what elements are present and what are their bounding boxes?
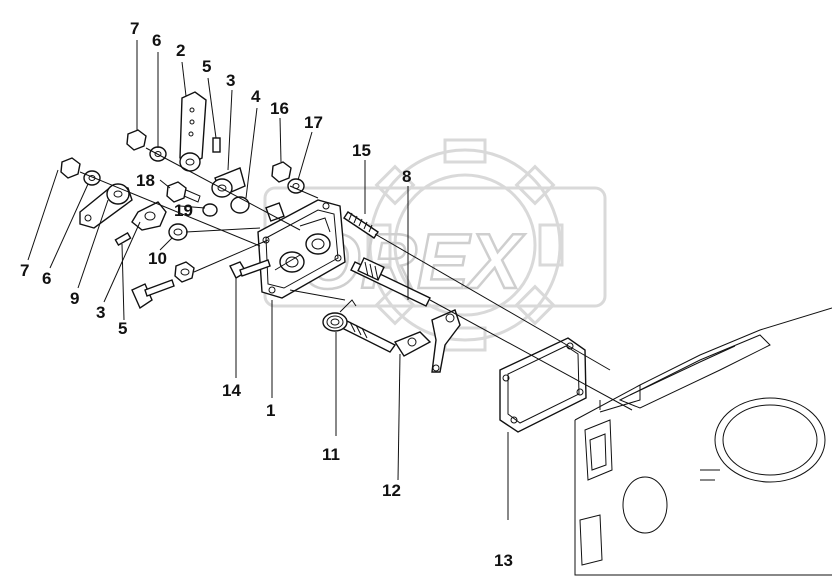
pin-part-5c	[114, 231, 132, 247]
callouts: 7 6 2 5 3 4 16 17 15 8 18 19 7 6 9 3 5 1…	[20, 19, 513, 570]
bolt-part-14	[229, 259, 271, 279]
callout-3-left: 3	[96, 303, 105, 322]
shaft-part-8	[350, 257, 461, 373]
callout-17: 17	[304, 113, 323, 132]
leader-lines	[27, 40, 509, 520]
callout-13: 13	[494, 551, 513, 570]
gasket-part-13	[499, 337, 587, 433]
callout-16: 16	[270, 99, 289, 118]
nut-part-16	[271, 161, 292, 183]
callout-5-top: 5	[202, 57, 211, 76]
callout-14: 14	[222, 381, 241, 400]
washer-part-6b	[83, 170, 101, 186]
callout-1: 1	[266, 401, 275, 420]
nut-part-7b	[60, 157, 81, 179]
callout-6-left: 6	[42, 269, 51, 288]
nut-part-7a	[126, 129, 147, 151]
callout-10: 10	[148, 249, 167, 268]
callout-15: 15	[352, 141, 371, 160]
lever-part-3b	[131, 201, 167, 231]
stud-part-15	[343, 211, 379, 239]
cover-plate-part-1	[257, 199, 346, 299]
screw-part-5b	[131, 279, 175, 310]
callout-5-bottom: 5	[118, 319, 127, 338]
engine-block	[574, 307, 832, 576]
callout-7-top: 7	[130, 19, 139, 38]
callout-11: 11	[322, 445, 340, 464]
callout-2: 2	[176, 41, 185, 60]
nut-part-18	[166, 181, 201, 203]
callout-19: 19	[174, 201, 193, 220]
spring-part-11	[322, 299, 357, 332]
nut-part-10	[174, 261, 195, 283]
callout-6-top: 6	[152, 31, 161, 50]
callout-18: 18	[136, 171, 155, 190]
callout-4: 4	[251, 87, 261, 106]
pin-part-5a	[212, 137, 221, 153]
lever-part-3a	[211, 167, 246, 198]
callout-9: 9	[70, 289, 79, 308]
callout-8: 8	[402, 167, 411, 186]
lever-part-2	[179, 91, 207, 172]
callout-3-top: 3	[226, 71, 235, 90]
callout-7-left: 7	[20, 261, 29, 280]
oring-part-4	[230, 196, 250, 214]
washer-part-19-small	[202, 203, 218, 217]
gear-part-19	[168, 223, 188, 241]
axis-lines	[79, 147, 633, 411]
callout-12: 12	[382, 481, 401, 500]
